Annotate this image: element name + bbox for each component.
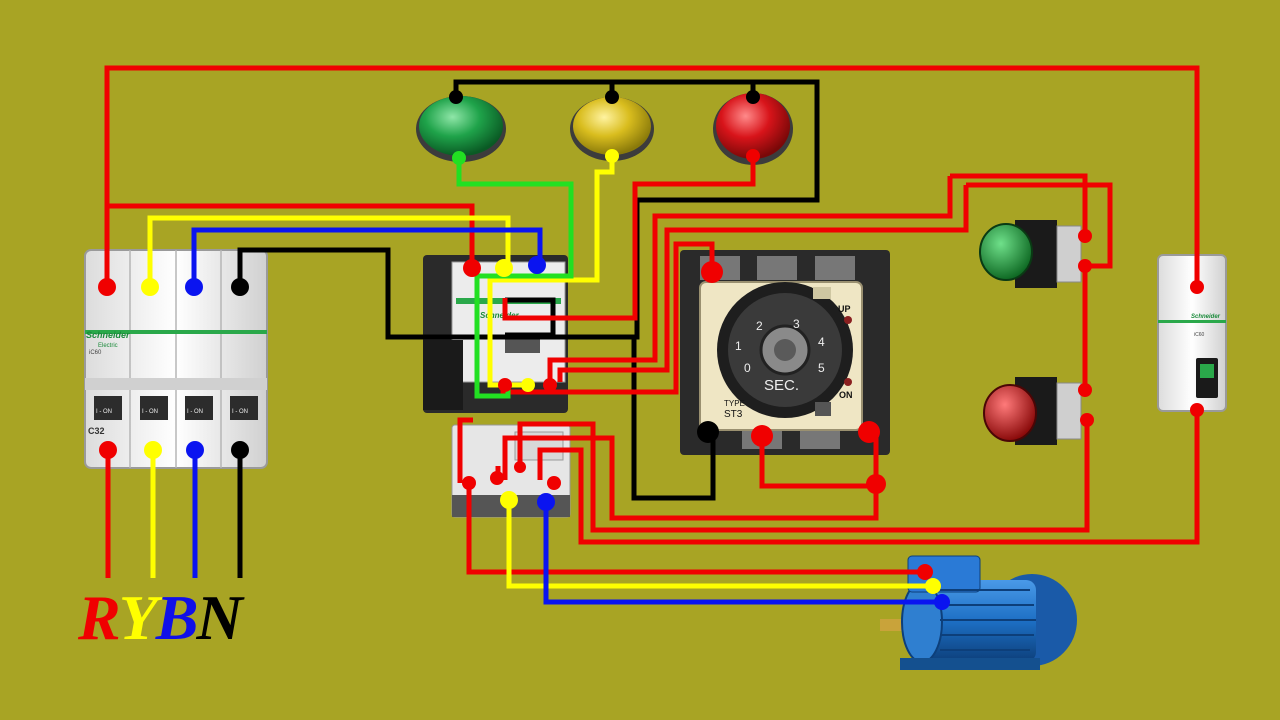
yellow-indicator-lamp (570, 97, 654, 161)
timer-dial-1: 1 (735, 339, 742, 353)
green-indicator-lamp (416, 96, 506, 162)
blue-phase-feed (191, 227, 543, 287)
red-indicator-lamp (713, 93, 793, 165)
timer-dial-4: 4 (818, 335, 825, 349)
contactor-brand-label: Schneider (480, 311, 520, 320)
red-mcb1-out (537, 410, 1200, 545)
timer-unit-label: SEC. (764, 377, 799, 394)
timer-on-label: ON (839, 390, 853, 400)
red-ctrl-e (502, 435, 879, 521)
legend-r: R (78, 582, 121, 653)
timer-model-label: ST3 (724, 409, 743, 420)
mcb-switch-label-3: I - ON (187, 409, 203, 415)
red-stop-to-mcb (517, 420, 1090, 533)
mcb-switch-label-2: I - ON (142, 409, 158, 415)
timer-dial-3: 3 (793, 317, 800, 331)
mcb-rating-label: C32 (88, 426, 105, 436)
red-ctrl-start-b (966, 182, 1113, 269)
timer-type-label: TYPE (724, 399, 745, 408)
timer-relay: UP ON SEC. 0 1 2 3 4 5 TYPE ST3 (680, 250, 890, 455)
mcb-brand-label: Schneider (86, 330, 130, 340)
four-pole-mcb: Schneider Electric iC60 C32 I - ON I - O… (84, 249, 268, 469)
mcb-switch-label-4: I - ON (232, 409, 248, 415)
start-push-button[interactable] (979, 220, 1082, 288)
yellow-phase-feed (147, 215, 511, 287)
timer-up-label: UP (838, 304, 851, 314)
mcb-switch-label-1: I - ON (96, 409, 112, 415)
legend-y: Y (118, 582, 158, 653)
legend-n: N (196, 582, 242, 653)
terminals (98, 90, 1204, 610)
mcb-sub-brand-label: Electric (98, 343, 118, 349)
red-motor (466, 483, 925, 575)
red-ctrl-start-a (950, 173, 1088, 236)
blue-motor (543, 500, 942, 605)
timer-dial-5: 5 (818, 361, 825, 375)
yellow-motor (506, 500, 933, 589)
mcb1-brand-label: Schneider (1191, 314, 1221, 320)
mcb1-model-label: iC60 (1194, 332, 1205, 338)
single-pole-mcb: Schneider iC60 (1157, 254, 1227, 412)
red-control-loop (104, 65, 1200, 287)
red-overload-a (457, 417, 473, 483)
red-phase-feed (104, 203, 475, 287)
legend-b: B (155, 582, 199, 653)
green-lamp-wire (456, 158, 574, 399)
timer-dial-2: 2 (756, 319, 763, 333)
red-ctrl-b (557, 185, 969, 382)
wires (104, 65, 1200, 605)
red-ctrl-d (759, 432, 879, 489)
yellow-lamp-wire (487, 156, 615, 388)
phase-legend: RYBN (78, 582, 243, 653)
stop-push-button[interactable] (983, 377, 1082, 445)
red-ctrl-a (547, 176, 953, 382)
timer-dial-0: 0 (744, 361, 751, 375)
red-lamp-wire (502, 156, 756, 321)
mcb-model-label: iC60 (89, 350, 102, 356)
